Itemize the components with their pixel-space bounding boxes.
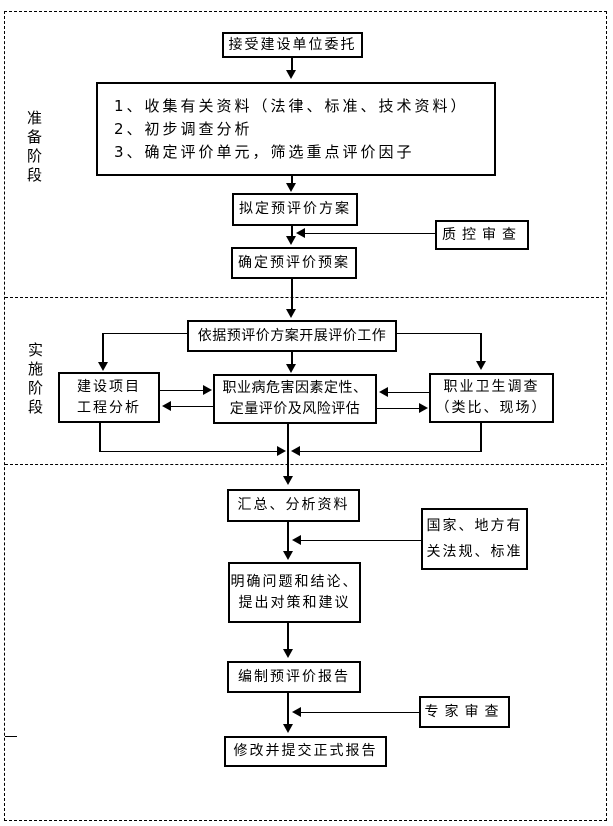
node-label: 国家、地方有 bbox=[426, 518, 523, 534]
stage-label-preparation: 准备阶段 bbox=[25, 110, 43, 186]
node-label: 修改并提交正式报告 bbox=[233, 743, 378, 759]
outer-dashed-border bbox=[4, 11, 607, 821]
connector-line bbox=[99, 423, 101, 452]
node-collect-materials: 1、收集有关资料（法律、标准、技术资料） 2、初步调查分析 3、确定评价单元，筛… bbox=[96, 82, 496, 176]
node-label: 编制预评价报告 bbox=[238, 668, 350, 685]
node-draft-plan: 拟定预评价方案 bbox=[232, 193, 358, 226]
stage-divider-2 bbox=[5, 464, 604, 465]
connector-line bbox=[480, 333, 482, 362]
left-edge-tick bbox=[5, 736, 17, 737]
connector-line bbox=[291, 176, 293, 184]
node-summarize-data: 汇总、分析资料 bbox=[227, 489, 360, 522]
stage-divider-1 bbox=[5, 297, 604, 298]
connector-line bbox=[291, 279, 293, 310]
node-regulations-standards: 国家、地方有 关法规、标准 bbox=[421, 508, 528, 570]
node-label: 汇总、分析资料 bbox=[237, 497, 350, 513]
node-label: 质控审查 bbox=[442, 226, 522, 243]
node-label: 职业卫生调查 bbox=[443, 379, 540, 395]
connector-line bbox=[171, 406, 213, 407]
connector-line bbox=[301, 712, 419, 713]
connector-line bbox=[291, 58, 293, 71]
node-health-survey: 职业卫生调查 （类比、现场） bbox=[429, 373, 554, 423]
flow-arrowhead bbox=[283, 551, 293, 560]
connector-line bbox=[300, 451, 481, 452]
connector-line bbox=[397, 333, 481, 334]
flow-arrowhead bbox=[283, 724, 293, 733]
flow-arrowhead bbox=[162, 401, 171, 411]
connector-line bbox=[291, 352, 293, 365]
node-label: 工程分析 bbox=[77, 399, 141, 416]
node-label: 确定预评价预案 bbox=[238, 254, 350, 271]
node-confirm-plan: 确定预评价预案 bbox=[231, 247, 357, 279]
flow-arrowhead bbox=[277, 446, 286, 456]
flow-arrowhead bbox=[203, 385, 212, 395]
node-qc-review: 质控审查 bbox=[435, 220, 529, 250]
node-carry-out-evaluation: 依据预评价方案开展评价工作 bbox=[187, 320, 397, 352]
node-label: 拟定预评价方案 bbox=[239, 201, 351, 217]
node-label: 专家审查 bbox=[424, 703, 505, 720]
flow-arrowhead bbox=[476, 361, 486, 370]
node-compile-report: 编制预评价报告 bbox=[227, 661, 361, 693]
node-label: 提出对策和建议 bbox=[238, 594, 351, 611]
flow-arrowhead bbox=[292, 535, 301, 545]
node-accept-commission: 接受建设单位委托 bbox=[222, 32, 363, 58]
flow-arrowhead bbox=[379, 387, 388, 397]
connector-line bbox=[100, 451, 277, 452]
flow-arrowhead bbox=[283, 476, 293, 485]
flow-arrowhead bbox=[98, 362, 108, 371]
flow-arrowhead bbox=[296, 228, 305, 238]
node-expert-review: 专家审查 bbox=[419, 696, 510, 728]
connector-line bbox=[301, 540, 421, 541]
connector-line bbox=[287, 623, 289, 650]
node-label: 3、确定评价单元，筛选重点评价因子 bbox=[114, 142, 415, 161]
flow-arrowhead bbox=[286, 70, 296, 79]
node-label: 明确问题和结论、 bbox=[230, 573, 359, 590]
node-label: 接受建设单位委托 bbox=[228, 36, 357, 53]
connector-line bbox=[102, 333, 104, 363]
node-label: 2、初步调查分析 bbox=[114, 119, 253, 138]
node-project-analysis: 建设项目 工程分析 bbox=[58, 372, 160, 423]
node-label: 职业病危害因素定性、 bbox=[222, 380, 368, 396]
flow-arrowhead bbox=[291, 446, 300, 456]
connector-line bbox=[291, 226, 293, 237]
node-label: 依据预评价方案开展评价工作 bbox=[197, 327, 387, 344]
node-label: 1、收集有关资料（法律、标准、技术资料） bbox=[114, 96, 469, 115]
connector-line bbox=[388, 392, 429, 393]
flow-arrowhead bbox=[286, 236, 296, 245]
connector-line bbox=[287, 693, 289, 725]
node-final-report: 修改并提交正式报告 bbox=[224, 736, 387, 767]
flow-arrowhead bbox=[292, 707, 301, 717]
node-label: 关法规、标准 bbox=[426, 544, 523, 560]
flow-arrowhead bbox=[286, 183, 296, 192]
stage-label-implementation: 实施阶段 bbox=[26, 342, 44, 418]
connector-line bbox=[480, 423, 482, 452]
connector-line bbox=[287, 522, 289, 552]
connector-line bbox=[103, 333, 187, 334]
flow-arrowhead bbox=[283, 649, 293, 658]
node-label: （类比、现场） bbox=[435, 400, 548, 416]
flow-arrowhead bbox=[286, 364, 296, 373]
flow-arrowhead bbox=[419, 403, 428, 413]
node-label: 定量评价及风险评估 bbox=[229, 401, 361, 417]
node-conclusions-suggestions: 明确问题和结论、 提出对策和建议 bbox=[228, 562, 361, 623]
connector-line bbox=[305, 233, 435, 234]
connector-line bbox=[377, 408, 419, 409]
node-hazard-evaluation: 职业病危害因素定性、 定量评价及风险评估 bbox=[213, 374, 377, 424]
flow-arrowhead bbox=[286, 309, 296, 318]
connector-line bbox=[287, 424, 289, 477]
connector-line bbox=[160, 390, 203, 391]
node-label: 建设项目 bbox=[77, 378, 141, 395]
